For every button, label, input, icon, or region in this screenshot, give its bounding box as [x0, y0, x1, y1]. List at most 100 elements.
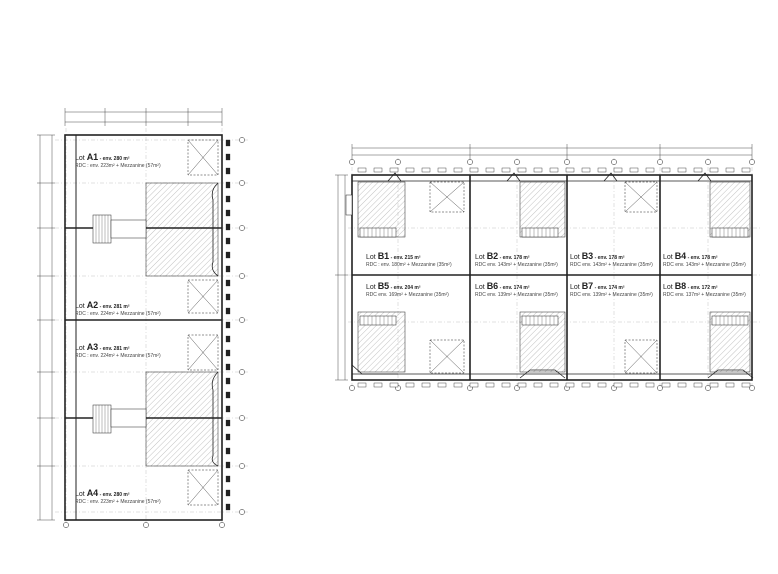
facade-pier — [225, 391, 231, 399]
skylight-diagonal — [429, 181, 465, 213]
skylight-diagonal — [187, 334, 219, 371]
lot-prefix: Lot — [475, 254, 487, 261]
facade-pier — [225, 405, 231, 413]
facade-pier — [597, 167, 607, 173]
lot-area: - env. 172 m² — [686, 285, 718, 291]
staircase — [711, 315, 749, 326]
grid-axis-marker — [239, 463, 245, 469]
lot-id: A2 — [87, 300, 99, 310]
facade-pier — [405, 382, 415, 388]
skylight-box — [187, 139, 219, 176]
lot-area: - env. 281 m² — [98, 346, 130, 352]
facade-pier — [405, 167, 415, 173]
facade-pier — [501, 167, 511, 173]
lot-id: A1 — [87, 152, 99, 162]
facade-pier — [225, 307, 231, 315]
facade-pier — [453, 167, 463, 173]
lot-detail: RDC env. 143m² + Mezzanine (35m²) — [570, 262, 653, 268]
lot-detail: RDC env. 143m² + Mezzanine (35m²) — [475, 262, 558, 268]
facade-notch — [506, 172, 521, 182]
skylight-outline — [429, 181, 465, 213]
skylight-diagonal — [429, 339, 465, 374]
facade-pier — [225, 167, 231, 175]
lot-area: - env. 215 m² — [389, 255, 421, 261]
stair-outline — [359, 227, 397, 238]
lot-title: Lot A1 - env. 280 m² — [75, 152, 130, 162]
facade-pier — [225, 377, 231, 385]
grid-axis-marker — [239, 273, 245, 279]
facade-pier — [225, 209, 231, 217]
lot-area: - env. 204 m² — [389, 285, 421, 291]
skylight-box — [187, 469, 219, 506]
lot-id: A4 — [87, 488, 99, 498]
exterior-wall — [64, 134, 223, 521]
skylight-outline — [187, 334, 219, 371]
facade-pier — [629, 382, 639, 388]
lot-detail: RDC env. 169m² + Mezzanine (35m²) — [366, 292, 449, 298]
skylight-diagonal — [624, 181, 658, 213]
stair-landing — [110, 219, 147, 239]
grid-axis-marker — [239, 225, 245, 231]
facade-pier — [645, 382, 655, 388]
lot-title: Lot B6 - env. 174 m² — [475, 281, 530, 291]
stair-outline — [711, 315, 749, 326]
facade-pier — [693, 167, 703, 173]
skylight-diagonal — [187, 469, 219, 506]
grid-axis-marker — [395, 159, 401, 165]
grid-axis-marker — [467, 159, 473, 165]
facade-pier — [225, 335, 231, 343]
facade-notch — [387, 172, 402, 182]
grid-axis-marker — [239, 369, 245, 375]
facade-pier — [225, 265, 231, 273]
facade-pier — [581, 382, 591, 388]
facade-pier — [485, 382, 495, 388]
grid-axis-marker — [514, 159, 520, 165]
grid-axis-marker — [349, 385, 355, 391]
facade-pier — [725, 167, 735, 173]
staircase — [521, 315, 559, 326]
lot-prefix: Lot — [75, 155, 87, 162]
grid-axis-marker — [219, 522, 225, 528]
facade-notch — [697, 172, 712, 182]
staircase — [359, 227, 397, 238]
facade-pier — [225, 195, 231, 203]
facade-pier — [225, 489, 231, 497]
facade-pier — [357, 167, 367, 173]
lot-id: B8 — [675, 281, 687, 291]
facade-pier — [501, 382, 511, 388]
lot-area: - env. 178 m² — [593, 255, 625, 261]
facade-curve — [707, 369, 754, 379]
skylight-box — [429, 181, 465, 213]
facade-pier — [709, 382, 719, 388]
lot-title: Lot A2 - env. 281 m² — [75, 300, 130, 310]
grid-axis-marker — [705, 159, 711, 165]
facade-pier — [661, 382, 671, 388]
lot-id: A3 — [87, 342, 99, 352]
lot-area: - env. 174 m² — [498, 285, 530, 291]
mezzanine-hatched — [145, 182, 219, 277]
stair-outline — [359, 315, 397, 326]
skylight-outline — [624, 339, 658, 374]
grid-axis-marker — [239, 137, 245, 143]
grid-axis-marker — [63, 522, 69, 528]
lot-detail: RDC : env. 224m² + Mezzanine (57m²) — [75, 311, 161, 317]
skylight-box — [429, 339, 465, 374]
lot-prefix: Lot — [663, 254, 675, 261]
facade-pier — [469, 382, 479, 388]
staircase — [711, 227, 749, 238]
grid-axis-marker — [349, 159, 355, 165]
lot-area: - env. 178 m² — [498, 255, 530, 261]
facade-pier — [677, 167, 687, 173]
facade-pier — [565, 382, 575, 388]
mezzanine-hatched — [145, 371, 219, 467]
skylight-outline — [624, 181, 658, 213]
lot-detail: RDC : env. 223m² + Mezzanine (57m²) — [75, 163, 161, 169]
skylight-outline — [187, 469, 219, 506]
facade-pier — [389, 167, 399, 173]
facade-pier — [373, 382, 383, 388]
facade-pier — [357, 382, 367, 388]
facade-pier — [469, 167, 479, 173]
grid-axis-marker — [705, 385, 711, 391]
stair-outline — [521, 315, 559, 326]
skylight-diagonal — [187, 279, 219, 314]
